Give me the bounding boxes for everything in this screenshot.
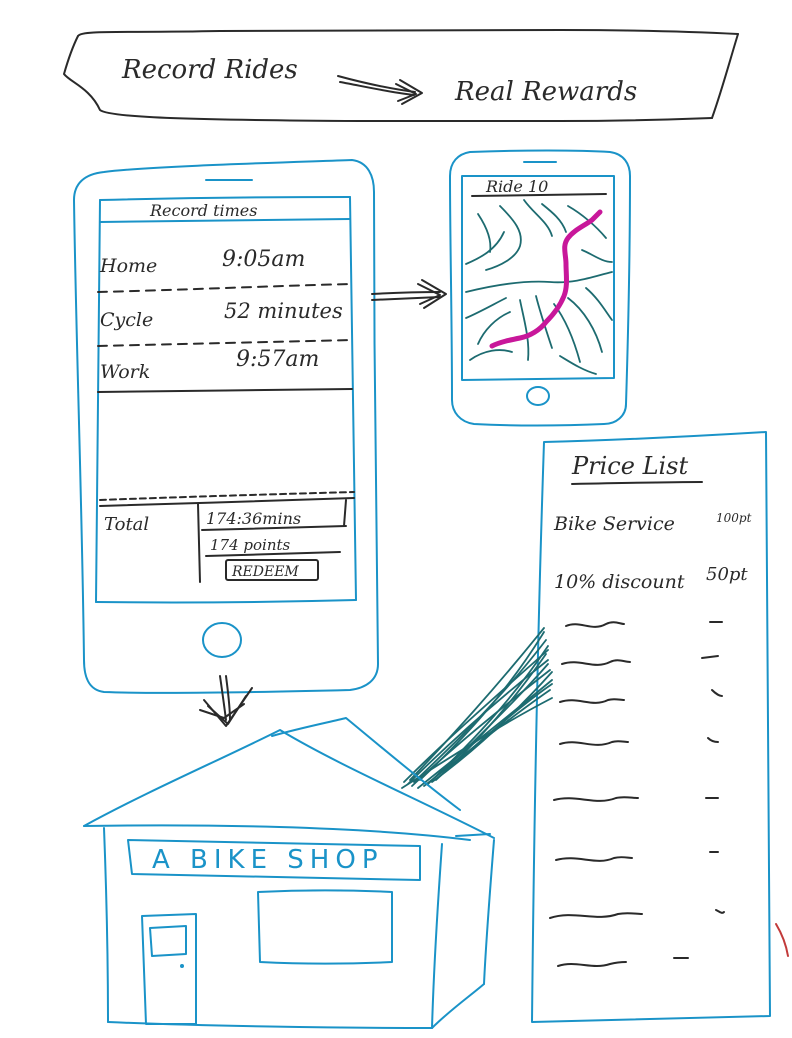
shop-roof: [83, 729, 495, 839]
record-title-text: Record times: [149, 201, 257, 220]
row-divider: [97, 283, 353, 293]
record-rows: Home 9:05am Cycle 52 minutes Work 9:57am: [97, 247, 353, 393]
price-item-name: 10% discount: [554, 571, 685, 593]
shop-to-pricelist-scribble: [401, 627, 553, 789]
home-button[interactable]: [202, 622, 242, 658]
record-phone: [73, 159, 379, 694]
shop-sign-text: A BIKE SHOP: [152, 845, 384, 875]
banner-right-text: Real Rewards: [454, 77, 637, 107]
row-divider: [97, 339, 353, 347]
banner: Record Rides Real Rewards: [63, 29, 739, 122]
map-phone: Ride 10: [449, 149, 631, 427]
price-list-panel: Price List Bike Service 100pt 10% discou…: [531, 431, 771, 1023]
banner-left-text: Record Rides: [121, 55, 298, 85]
shop-sign: A BIKE SHOP: [127, 839, 421, 881]
row-label-cycle: Cycle: [100, 309, 153, 331]
price-list-title: Price List: [571, 452, 689, 480]
total-label: Total: [104, 514, 149, 535]
shop-wall: [103, 827, 109, 1023]
arrow-to-shop: [199, 675, 253, 727]
placeholder-items: [549, 621, 725, 967]
row-value-cycle: 52 minutes: [224, 299, 343, 323]
ride-route: [489, 209, 603, 349]
row-label-home: Home: [99, 255, 157, 277]
redeem-label[interactable]: REDEEM: [231, 564, 299, 580]
shop-window: [257, 889, 393, 965]
arrow-to-map: [371, 279, 447, 309]
map-contour-lines: [465, 199, 613, 375]
redeem-button[interactable]: REDEEM: [225, 559, 319, 581]
row-value-home: 9:05am: [222, 247, 305, 272]
price-item-name: Bike Service: [553, 513, 675, 535]
home-button[interactable]: [526, 386, 550, 406]
price-item-price: 50pt: [706, 564, 748, 585]
total-section: Total 174:36mins 174 points REDEEM: [99, 491, 355, 583]
stray-mark: [775, 923, 789, 957]
price-item-price: 100pt: [716, 511, 752, 525]
title-underline: [571, 481, 703, 485]
row-divider: [97, 388, 353, 393]
shop-door[interactable]: [141, 913, 197, 1025]
row-label-work: Work: [100, 361, 150, 383]
row-value-work: 9:57am: [236, 347, 319, 372]
total-time: 174:36mins: [206, 509, 301, 528]
record-title: Record times: [149, 201, 257, 220]
total-points: 174 points: [210, 536, 291, 554]
bike-shop: A BIKE SHOP: [83, 717, 495, 1029]
banner-arrow: [337, 75, 423, 105]
map-title: Ride 10: [485, 177, 548, 196]
